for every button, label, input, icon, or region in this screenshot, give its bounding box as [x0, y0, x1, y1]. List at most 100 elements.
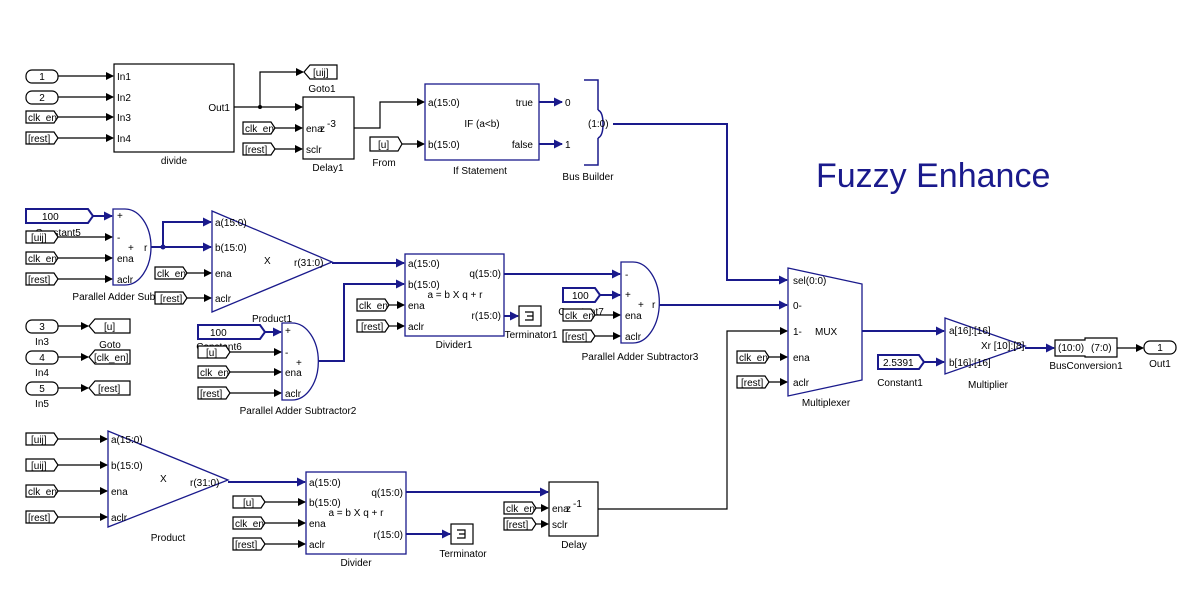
svg-text:4: 4 [39, 353, 45, 364]
constant7-block[interactable]: 100 [562, 287, 602, 303]
terminator1-block[interactable] [518, 305, 542, 327]
bus-conversion1-block[interactable]: (10:0) (7:0) [1054, 337, 1118, 358]
svg-text:clk_en: clk_en [157, 269, 186, 280]
svg-text:aclr: aclr [625, 332, 642, 343]
from-clk-en-pas2[interactable]: clk_en [197, 365, 231, 379]
bus-builder-block[interactable]: 0 1 (1:0) [565, 79, 609, 166]
inport-1[interactable]: 1 [25, 69, 59, 84]
delay1-block[interactable]: ena z -3 sclr [302, 96, 355, 160]
divider-block[interactable]: a(15:0) b(15:0) a = b X q + r ena aclr q… [305, 471, 407, 555]
svg-text:r(31:0): r(31:0) [294, 258, 323, 269]
from-clk-en-divide[interactable]: clk_en [25, 110, 59, 124]
from-uij-pas[interactable]: [uij] [25, 230, 59, 244]
goto-clk-en-block[interactable]: [clk_en] [88, 349, 131, 365]
svg-text:clk_en: clk_en [565, 311, 594, 322]
constant1-block[interactable]: 2.5391 [877, 354, 926, 370]
divider1-block[interactable]: a(15:0) b(15:0) a = b X q + r ena aclr q… [404, 253, 505, 337]
from-rest-pas[interactable]: [rest] [25, 272, 59, 286]
inport-3[interactable]: 3 [25, 319, 59, 334]
outport-1[interactable]: 1 [1143, 340, 1177, 355]
from-rest-divide[interactable]: [rest] [25, 131, 59, 145]
from-rest-divider1[interactable]: [rest] [356, 319, 390, 333]
svg-text:aclr: aclr [309, 540, 326, 551]
svg-text:Xr [10]:[8]: Xr [10]:[8] [981, 341, 1025, 352]
from-rest-delay1[interactable]: [rest] [242, 142, 276, 156]
svg-text:Parallel Adder Subtractor: Parallel Adder Subtractor [72, 292, 184, 303]
svg-text:ena: ena [215, 269, 232, 280]
from-rest-delay[interactable]: [rest] [503, 517, 537, 531]
from-u-block[interactable]: [u] [369, 136, 403, 152]
goto-rest-block[interactable]: [rest] [88, 380, 131, 396]
svg-text:(10:0): (10:0) [1058, 343, 1084, 354]
from-u-pas2[interactable]: [u] [197, 345, 231, 359]
from-clk-en-delay1[interactable]: clk_en [242, 121, 276, 135]
svg-text:X: X [160, 474, 167, 485]
from-clk-en-delay[interactable]: clk_en [503, 501, 537, 515]
from-rest-product[interactable]: [rest] [25, 510, 59, 524]
svg-text:a(15:0): a(15:0) [215, 218, 247, 229]
from-clk-en-divider1[interactable]: clk_en [356, 298, 390, 312]
parallel-adder-subtractor2-block[interactable]: + - + ena aclr [281, 322, 319, 401]
from-clk-en-product1[interactable]: clk_en [154, 266, 188, 280]
svg-text:[clk_en]: [clk_en] [94, 353, 129, 364]
svg-text:From: From [372, 158, 395, 169]
inport-5[interactable]: 5 [25, 381, 59, 396]
from-clk-en-divider[interactable]: clk_en [232, 516, 266, 530]
svg-text:(1:0): (1:0) [588, 119, 609, 130]
svg-text:clk_en: clk_en [235, 519, 264, 530]
svg-text:[uij]: [uij] [31, 461, 47, 472]
multiplexer-block[interactable]: sel(0:0) 0- 1- MUX ena aclr [787, 267, 863, 397]
svg-text:r(15:0): r(15:0) [472, 311, 501, 322]
inport-4[interactable]: 4 [25, 350, 59, 365]
if-statement-block[interactable]: a(15:0) b(15:0) IF (a<b) true false [424, 83, 540, 161]
from-uij-product-a[interactable]: [uij] [25, 432, 59, 446]
from-clk-en-mux[interactable]: clk_en [736, 350, 770, 364]
goto-u-block[interactable]: [u] [88, 318, 131, 334]
svg-text:q(15:0): q(15:0) [469, 269, 501, 280]
svg-text:aclr: aclr [285, 389, 302, 400]
goto1-block[interactable]: [uij] [303, 64, 338, 80]
constant6-block[interactable]: 100 [197, 324, 267, 340]
svg-text:[u]: [u] [378, 140, 389, 151]
from-rest-pas3[interactable]: [rest] [562, 329, 596, 343]
svg-text:b[16]:[16]: b[16]:[16] [949, 358, 991, 369]
svg-text:Divider1: Divider1 [436, 340, 473, 351]
svg-text:X: X [264, 256, 271, 267]
svg-text:Parallel Adder Subtractor3: Parallel Adder Subtractor3 [582, 352, 699, 363]
product-block[interactable]: a(15:0) b(15:0) X r(31:0) ena aclr [107, 430, 230, 528]
parallel-adder-subtractor3-block[interactable]: - + + r ena aclr [620, 261, 660, 344]
divide-block[interactable]: In1 In2 In3 In4 Out1 [113, 63, 235, 153]
svg-text:[u]: [u] [206, 348, 217, 359]
svg-text:b(15:0): b(15:0) [215, 243, 247, 254]
svg-text:ena: ena [552, 504, 569, 515]
from-rest-product1[interactable]: [rest] [154, 291, 188, 305]
svg-text:IF (a<b): IF (a<b) [464, 119, 499, 130]
svg-text:-: - [285, 348, 288, 359]
svg-text:clk_en: clk_en [506, 504, 535, 515]
from-rest-divider[interactable]: [rest] [232, 537, 266, 551]
svg-text:1: 1 [565, 140, 571, 151]
svg-text:clk_en: clk_en [245, 124, 274, 135]
terminator-block[interactable] [450, 523, 474, 545]
svg-text:ena: ena [285, 368, 302, 379]
svg-text:Out1: Out1 [1149, 359, 1171, 370]
from-uij-product-b[interactable]: [uij] [25, 458, 59, 472]
product1-block[interactable]: a(15:0) b(15:0) X r(31:0) ena aclr [211, 210, 334, 313]
parallel-adder-subtractor-block[interactable]: + - + r ena aclr [112, 208, 152, 286]
from-rest-mux[interactable]: [rest] [736, 375, 770, 389]
from-rest-pas2[interactable]: [rest] [197, 386, 231, 400]
from-clk-en-pas[interactable]: clk_en [25, 251, 59, 265]
multiplier-block[interactable]: a[16]:[16] b[16]:[16] Xr [10]:[8] [944, 317, 1027, 375]
svg-text:Multiplier: Multiplier [968, 380, 1009, 391]
svg-text:If Statement: If Statement [453, 166, 507, 177]
svg-text:ena: ena [793, 353, 810, 364]
from-u-divider[interactable]: [u] [232, 495, 266, 509]
svg-text:Divider: Divider [340, 558, 372, 569]
constant5-block[interactable]: 100 [25, 208, 95, 224]
delay-block[interactable]: ena z -1 sclr [548, 481, 599, 537]
inport-2[interactable]: 2 [25, 90, 59, 105]
svg-text:clk_en: clk_en [28, 254, 57, 265]
from-clk-en-pas3[interactable]: clk_en [562, 308, 596, 322]
svg-text:[rest]: [rest] [235, 540, 257, 551]
from-clk-en-product[interactable]: clk_en [25, 484, 59, 498]
